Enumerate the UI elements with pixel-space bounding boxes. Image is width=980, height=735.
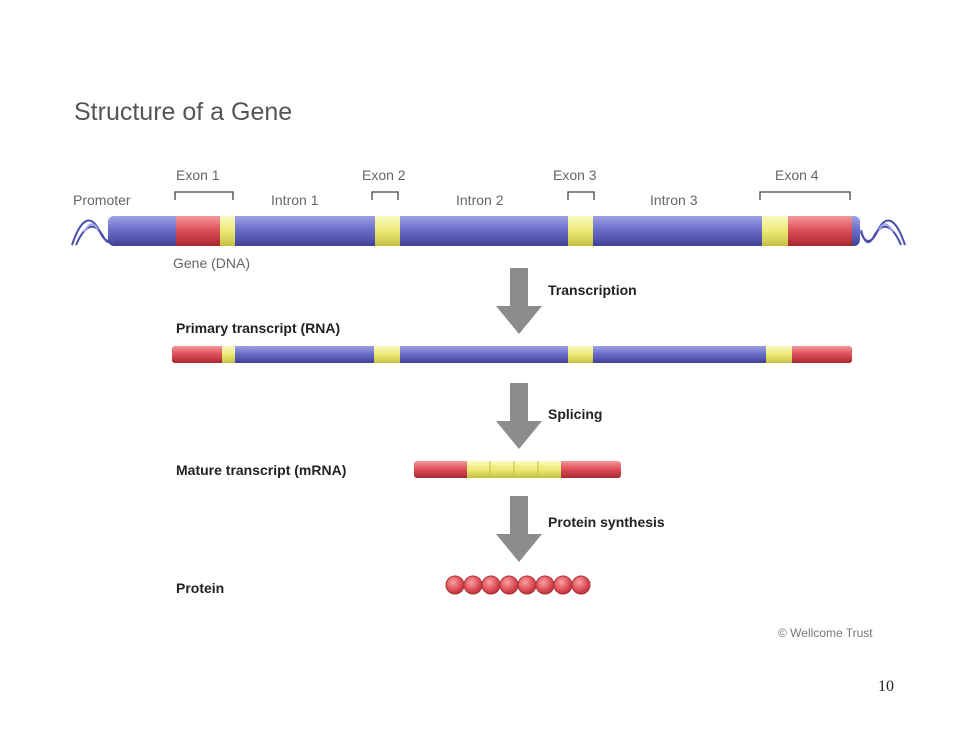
transcription-arrow xyxy=(496,268,542,334)
dna-exon1-utr xyxy=(220,216,235,246)
dna-helix-right xyxy=(860,219,906,246)
primary-transcript-bar xyxy=(172,346,852,363)
protein-label: Protein xyxy=(176,580,225,596)
transcription-label: Transcription xyxy=(548,282,637,298)
intron1-label: Intron 1 xyxy=(271,192,319,208)
protein-bead xyxy=(499,575,519,595)
primary-transcript-label: Primary transcript (RNA) xyxy=(176,320,341,336)
exon4-label: Exon 4 xyxy=(775,167,819,183)
protein-bead xyxy=(517,575,537,595)
mature-transcript-label: Mature transcript (mRNA) xyxy=(176,462,347,478)
exon2-bracket xyxy=(371,191,399,200)
protein-bead xyxy=(535,575,555,595)
exon3-bracket xyxy=(567,191,595,200)
mature-transcript-bar xyxy=(414,461,621,478)
dna-exon2 xyxy=(375,216,400,246)
exon1-label: Exon 1 xyxy=(176,167,220,183)
synthesis-arrow xyxy=(496,496,542,562)
splicing-label: Splicing xyxy=(548,406,603,422)
protein-bead xyxy=(553,575,573,595)
page-number: 10 xyxy=(878,678,894,695)
protein-chain xyxy=(445,575,591,595)
dna-exon1-coding xyxy=(176,216,220,246)
intron3-label: Intron 3 xyxy=(650,192,698,208)
credit-text: © Wellcome Trust xyxy=(778,626,873,640)
promoter-label: Promoter xyxy=(73,192,131,208)
protein-bead xyxy=(571,575,591,595)
protein-bead xyxy=(463,575,483,595)
exon3-label: Exon 3 xyxy=(553,167,597,183)
protein-bead xyxy=(481,575,501,595)
splicing-arrow xyxy=(496,383,542,449)
process-arrows xyxy=(496,268,542,562)
exon1-bracket xyxy=(174,191,234,200)
exon2-label: Exon 2 xyxy=(362,167,406,183)
protein-synthesis-label: Protein synthesis xyxy=(548,514,665,530)
dna-exon4-utr xyxy=(762,216,788,246)
intron2-label: Intron 2 xyxy=(456,192,504,208)
dna-exon4-coding xyxy=(788,216,852,246)
gene-dna-label: Gene (DNA) xyxy=(173,255,251,271)
protein-bead xyxy=(445,575,465,595)
dna-exon3 xyxy=(568,216,593,246)
exon-brackets xyxy=(174,191,851,200)
diagram-title: Structure of a Gene xyxy=(74,98,293,126)
exon4-bracket xyxy=(759,191,851,200)
gene-dna-bar xyxy=(108,216,860,246)
